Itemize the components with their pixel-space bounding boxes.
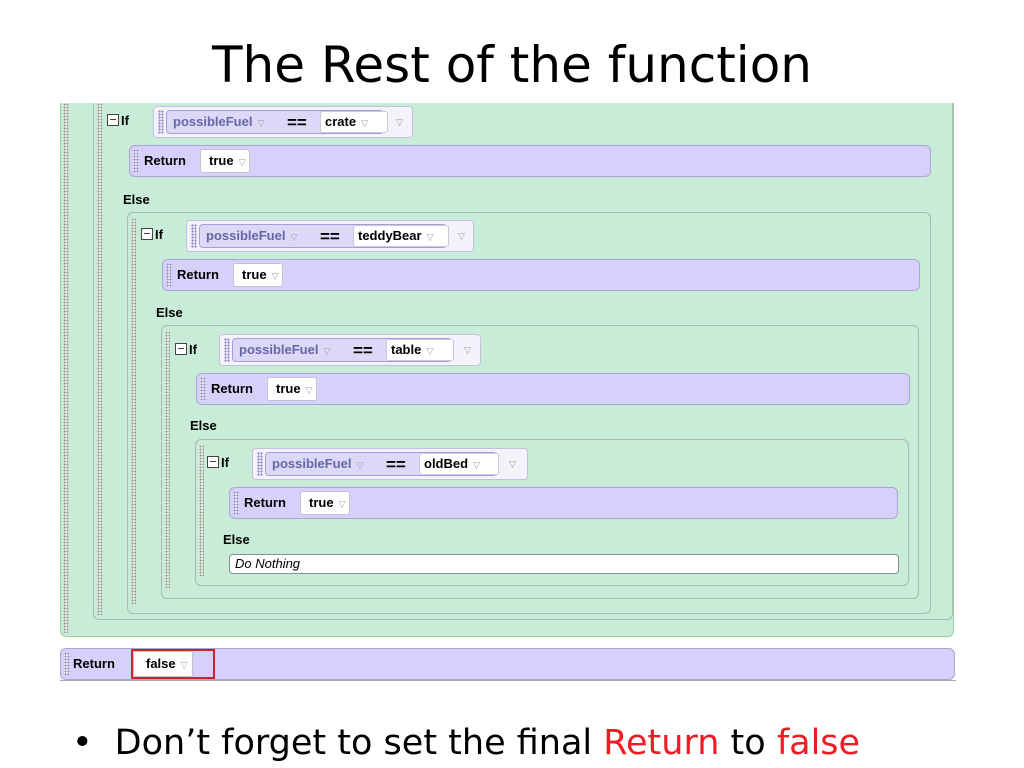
drag-handle[interactable]: [131, 218, 136, 604]
dropdown-arrow-icon[interactable]: ▽: [180, 660, 188, 670]
compare-value[interactable]: table▽: [386, 339, 454, 361]
return-keyword: Return: [177, 267, 219, 282]
nested-block-outline: [195, 439, 909, 586]
drag-handle[interactable]: [97, 103, 102, 615]
drag-handle[interactable]: [165, 331, 170, 589]
dropdown-arrow-icon[interactable]: ▽: [290, 232, 298, 242]
bullet-highlight-false: false: [776, 723, 861, 763]
dropdown-arrow-icon[interactable]: ▽: [396, 117, 403, 127]
do-nothing-placeholder[interactable]: Do Nothing: [229, 554, 899, 574]
dropdown-arrow-icon[interactable]: ▽: [361, 118, 368, 128]
dropdown-arrow-icon[interactable]: ▽: [323, 346, 331, 356]
drag-handle[interactable]: [257, 452, 263, 476]
compare-value[interactable]: crate▽: [320, 111, 388, 133]
if-keyword: If: [221, 455, 229, 470]
compare-value[interactable]: oldBed▽: [419, 453, 499, 475]
return-value[interactable]: true▽: [267, 377, 318, 401]
dropdown-arrow-icon[interactable]: ▽: [338, 499, 346, 509]
bullet-marker: •: [72, 723, 93, 763]
bullet-highlight-return: Return: [603, 723, 720, 763]
if-keyword: If: [155, 227, 163, 242]
return-statement[interactable]: Return true▽: [129, 145, 931, 177]
return-keyword: Return: [144, 153, 186, 168]
slide-title: The Rest of the function: [212, 36, 812, 94]
return-value[interactable]: true▽: [300, 491, 351, 515]
bullet-text-middle: to: [719, 723, 777, 763]
return-value[interactable]: true▽: [233, 263, 284, 287]
drag-handle[interactable]: [199, 445, 204, 576]
dropdown-arrow-icon[interactable]: ▽: [426, 346, 434, 356]
collapse-icon[interactable]: [175, 343, 187, 355]
compare-value[interactable]: teddyBear▽: [353, 225, 449, 247]
if-condition[interactable]: possibleFuel▽ == table▽ ▽: [219, 334, 481, 366]
dropdown-arrow-icon[interactable]: ▽: [426, 232, 434, 242]
if-condition[interactable]: possibleFuel▽ == crate▽ ▽: [153, 106, 413, 138]
if-condition[interactable]: possibleFuel▽ == teddyBear▽ ▽: [186, 220, 474, 252]
dropdown-arrow-icon[interactable]: ▽: [458, 231, 465, 241]
if-else-block-area: If possibleFuel▽ == crate▽ ▽ Return true…: [60, 103, 954, 637]
if-header[interactable]: If: [107, 113, 129, 128]
drag-handle[interactable]: [64, 652, 70, 676]
drag-handle[interactable]: [200, 377, 206, 401]
dropdown-arrow-icon[interactable]: ▽: [271, 271, 279, 281]
equals-operator[interactable]: ==: [353, 341, 373, 360]
nested-block-outline: [127, 212, 931, 614]
return-keyword: Return: [73, 656, 115, 671]
return-statement[interactable]: Return true▽: [196, 373, 910, 405]
dropdown-arrow-icon[interactable]: ▽: [257, 118, 265, 128]
dropdown-arrow-icon[interactable]: ▽: [473, 460, 480, 470]
if-header[interactable]: If: [175, 342, 197, 357]
collapse-icon[interactable]: [207, 456, 219, 468]
return-keyword: Return: [244, 495, 286, 510]
if-header[interactable]: If: [141, 227, 163, 242]
collapse-icon[interactable]: [141, 228, 153, 240]
return-keyword: Return: [211, 381, 253, 396]
return-value[interactable]: false▽: [133, 651, 193, 677]
bullet-text: Don’t forget to set the final: [114, 723, 604, 763]
code-editor-panel: If possibleFuel▽ == crate▽ ▽ Return true…: [60, 103, 956, 681]
bullet-point: • Don’t forget to set the final Return to…: [72, 718, 860, 768]
dropdown-arrow-icon[interactable]: ▽: [238, 157, 246, 167]
dropdown-arrow-icon[interactable]: ▽: [356, 460, 364, 470]
if-keyword: If: [189, 342, 197, 357]
drag-handle[interactable]: [63, 103, 69, 633]
if-header[interactable]: If: [207, 455, 229, 470]
drag-handle[interactable]: [158, 110, 164, 134]
return-statement[interactable]: Return true▽: [162, 259, 920, 291]
final-return-statement[interactable]: Return false▽: [60, 648, 955, 680]
drag-handle[interactable]: [191, 224, 197, 248]
nested-block-outline: [161, 325, 919, 599]
nested-block-outline: [93, 103, 953, 620]
dropdown-arrow-icon[interactable]: ▽: [509, 459, 516, 469]
else-label: Else: [123, 192, 150, 207]
equals-operator[interactable]: ==: [386, 455, 406, 474]
return-value[interactable]: true▽: [200, 149, 251, 173]
drag-handle[interactable]: [224, 338, 230, 362]
drag-handle[interactable]: [166, 263, 172, 287]
return-statement[interactable]: Return true▽: [229, 487, 898, 519]
drag-handle[interactable]: [233, 491, 239, 515]
else-label: Else: [190, 418, 217, 433]
collapse-icon[interactable]: [107, 114, 119, 126]
equals-operator[interactable]: ==: [320, 227, 340, 246]
else-label: Else: [223, 532, 250, 547]
equals-operator[interactable]: ==: [287, 113, 307, 132]
if-keyword: If: [121, 113, 129, 128]
dropdown-arrow-icon[interactable]: ▽: [464, 345, 471, 355]
drag-handle[interactable]: [133, 149, 139, 173]
else-label: Else: [156, 305, 183, 320]
if-condition[interactable]: possibleFuel▽ == oldBed▽ ▽: [252, 448, 528, 480]
annotation-highlight-box: [131, 649, 215, 679]
dropdown-arrow-icon[interactable]: ▽: [305, 385, 313, 395]
